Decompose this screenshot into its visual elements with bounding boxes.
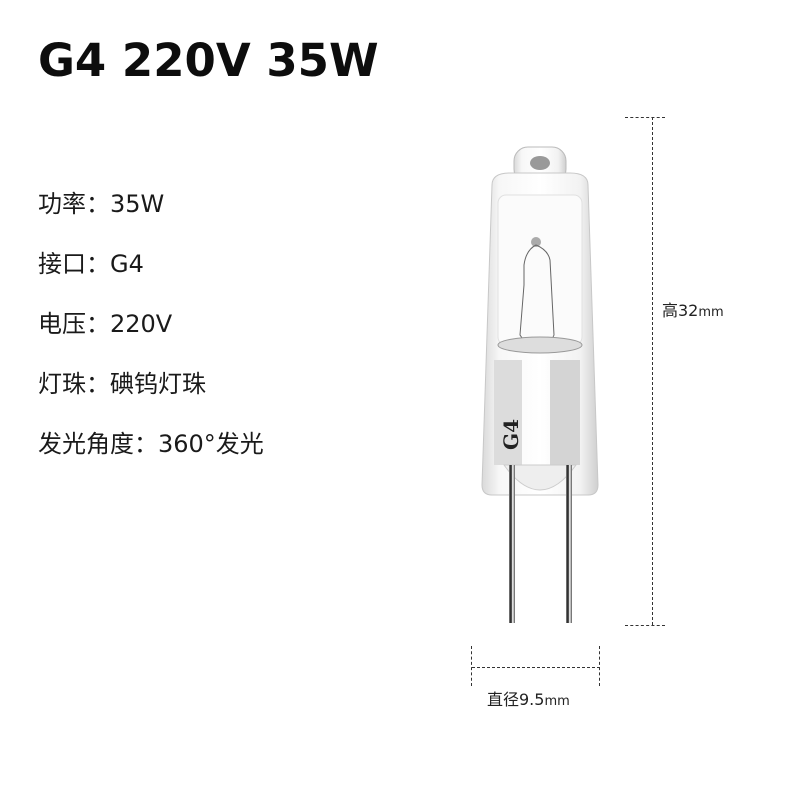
halogen-bulb-icon: G4 (470, 145, 610, 625)
diameter-dimension-line (472, 667, 600, 668)
spec-label: 接口： (38, 250, 110, 278)
spec-value: 360°发光 (158, 430, 264, 458)
spec-bead: 灯珠：碘钨灯珠 (38, 364, 206, 399)
product-title: G4 220V 35W (38, 34, 379, 87)
diameter-dimension-right (599, 646, 600, 686)
spec-value: 35W (110, 190, 165, 218)
spec-label: 功率： (38, 190, 110, 218)
spec-value: 220V (110, 310, 173, 338)
diameter-dimension-left (471, 646, 472, 686)
diameter-label: 直径9.5mm (487, 690, 570, 709)
spec-power: 功率：35W (38, 184, 164, 219)
height-dimension-top (625, 117, 665, 118)
height-dimension-bottom (625, 625, 665, 626)
base-marking: G4 (499, 419, 523, 450)
height-dimension-line (652, 117, 653, 625)
spec-value: G4 (110, 250, 144, 278)
spec-value: 碘钨灯珠 (110, 370, 206, 398)
spec-voltage: 电压：220V (38, 304, 172, 339)
spec-label: 发光角度： (38, 430, 158, 458)
spec-base: 接口：G4 (38, 244, 144, 279)
spec-label: 灯珠： (38, 370, 110, 398)
spec-label: 电压： (38, 310, 110, 338)
spec-beam-angle: 发光角度：360°发光 (38, 424, 264, 459)
height-label: 高32mm (662, 301, 724, 320)
